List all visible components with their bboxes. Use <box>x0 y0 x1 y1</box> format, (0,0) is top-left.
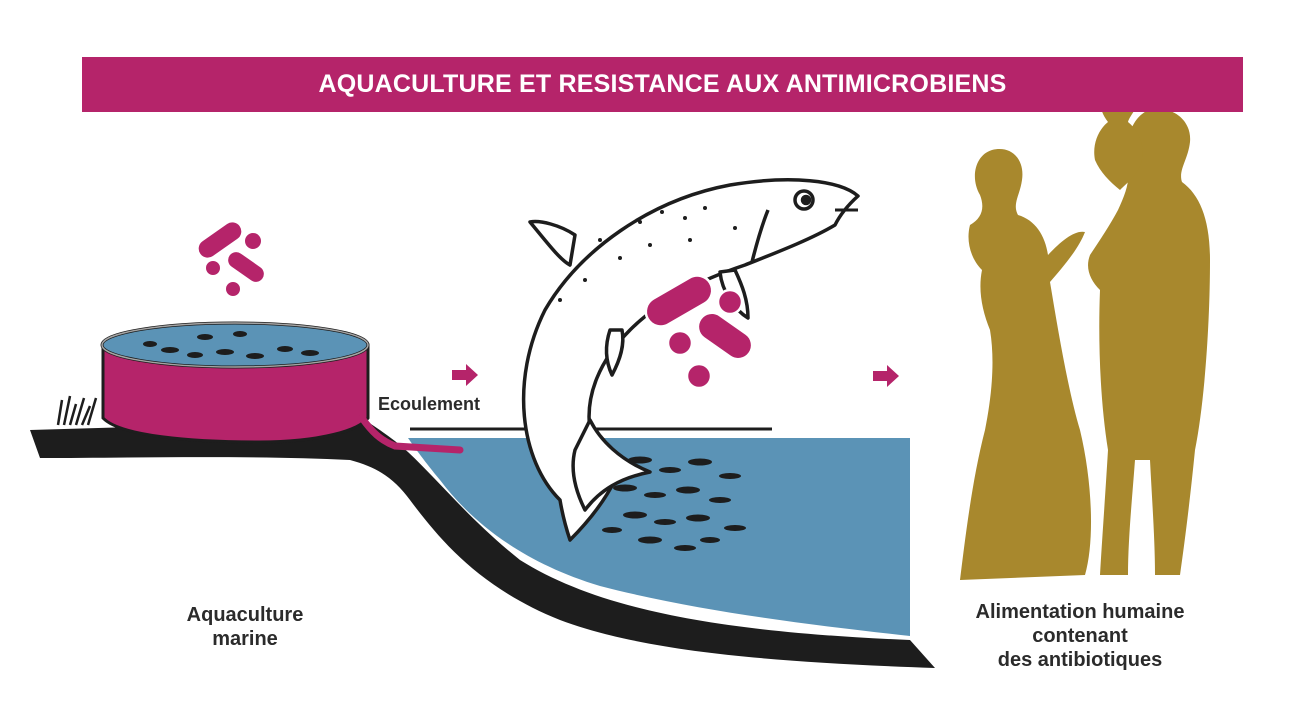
caption-human-food: Alimentation humaine contenant des antib… <box>930 600 1230 672</box>
caption-line: Aquaculture <box>150 603 340 627</box>
arrow-right-icon <box>452 364 478 386</box>
family-silhouette-icon <box>960 70 1210 580</box>
antibiotic-pills-icon <box>194 217 269 297</box>
aquaculture-tank-icon <box>102 323 460 450</box>
title-banner: AQUACULTURE ET RESISTANCE AUX ANTIMICROB… <box>82 57 1243 112</box>
page-title: AQUACULTURE ET RESISTANCE AUX ANTIMICROB… <box>82 57 1243 112</box>
arrow-right-icon <box>873 365 899 387</box>
caption-line: des antibiotiques <box>930 648 1230 672</box>
caption-aquaculture: Aquaculture marine <box>150 603 340 651</box>
caption-line: contenant <box>930 624 1230 648</box>
flow-label: Ecoulement <box>378 394 480 415</box>
caption-line: marine <box>150 627 340 651</box>
caption-line: Alimentation humaine <box>930 600 1230 624</box>
grass-icon <box>58 396 96 425</box>
